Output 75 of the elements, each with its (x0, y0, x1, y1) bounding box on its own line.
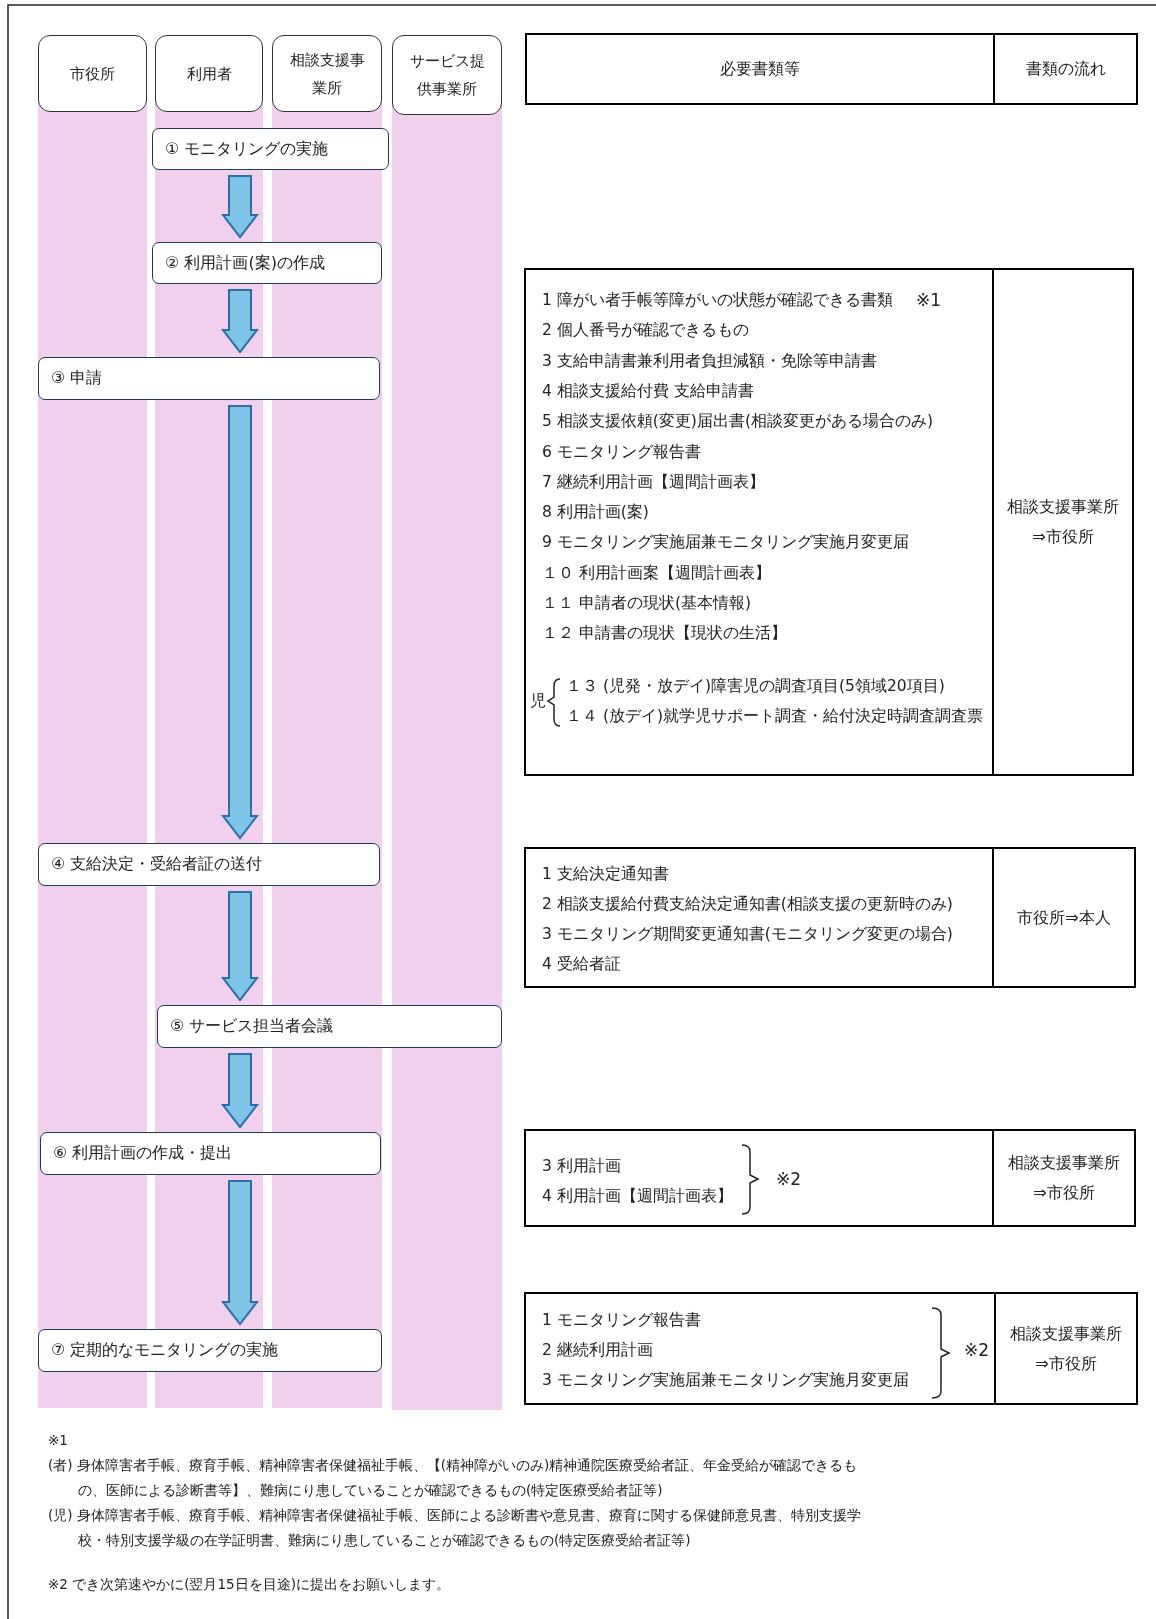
step-label: ⑤ サービス担当者会議 (170, 1016, 334, 1037)
list-item: １０ 利用計画案【週間計画表】 (542, 562, 771, 583)
list-item: 4 受給者証 (542, 954, 621, 974)
list-item: 4 利用計画【週間計画表】 (542, 1186, 733, 1206)
step-label: ⑦ 定期的なモニタリングの実施 (51, 1340, 279, 1361)
list-item: １１ 申請者の現状(基本情報) (542, 593, 752, 613)
note-mark: ※1 (916, 290, 942, 310)
step-box (38, 357, 380, 400)
list-item: 5 相談支援依頼(変更)届出書(相談変更がある場合のみ) (542, 411, 933, 432)
step-label: ③ 申請 (51, 368, 103, 389)
document-list-cell (524, 268, 994, 776)
block-arrow (220, 289, 260, 354)
lane-header (155, 35, 263, 112)
cell-text: 相談支援事業所⇒市役所 (1006, 496, 1120, 548)
list-item: 7 継続利用計画【週間計画表】 (542, 471, 765, 492)
list-item: 8 利用計画(案) (542, 502, 649, 523)
note-mark: ※2 (964, 1340, 990, 1360)
cell-text: 相談支援事業所⇒市役所 (1009, 1322, 1123, 1375)
document-list-cell (524, 1292, 996, 1405)
list-item: 1 障がい者手帳等障がいの状態が確認できる書類 (542, 290, 893, 310)
list-item: 1 支給決定通知書 (542, 864, 669, 884)
lane-label: 市役所 (70, 63, 115, 85)
step-label: ② 利用計画(案)の作成 (165, 252, 325, 274)
cell-text: 相談支援事業所⇒市役所 (1007, 1152, 1121, 1204)
note-mark: ※2 (776, 1169, 802, 1189)
step-label: ④ 支給決定・受給者証の送付 (51, 854, 263, 875)
block-arrow (220, 405, 260, 840)
cell-text: 書類の流れ (1025, 58, 1106, 80)
step-box (38, 843, 380, 886)
group-label: 児 (530, 691, 546, 711)
step-box (40, 1132, 381, 1175)
table-cell (992, 847, 1136, 988)
list-item: 2 継続利用計画 (542, 1340, 653, 1360)
footnote-text: (者) 身体障害者手帳、療育手帳、精神障害者保健福祉手帳、【(精神障がいのみ)精神通院医療受給者証、年金受給が確認できるもの、医師による診断書等】、難病にり患していることが確認できるもの(特定医療受給者証等) (48, 1456, 859, 1500)
block-arrow (220, 1180, 260, 1326)
list-item: 1 モニタリング報告書 (542, 1310, 701, 1330)
list-item: 3 モニタリング期間変更通知書(モニタリング変更の場合) (542, 924, 953, 944)
step-label: ① モニタリングの実施 (165, 138, 329, 160)
footnote-mark: ※1 (48, 1431, 69, 1450)
lane-label: 利用者 (186, 63, 232, 85)
cell-text: 市役所⇒本人 (1017, 906, 1111, 929)
list-item: 3 モニタリング実施届兼モニタリング実施月変更届 (542, 1370, 909, 1390)
list-item: １３ (児発・放デイ)障害児の調査項目(5領域20項目) (566, 676, 945, 696)
list-item: 3 利用計画 (542, 1156, 621, 1176)
step-box (38, 1329, 382, 1372)
block-arrow (220, 1053, 260, 1129)
lane-header (392, 35, 502, 115)
table-cell (993, 33, 1138, 105)
step-box (157, 1005, 502, 1048)
table-cell (994, 1292, 1138, 1405)
list-item: 2 相談支援給付費支給決定通知書(相談支援の更新時のみ) (542, 894, 953, 914)
footnote-text: (児) 身体障害者手帳、療育手帳、精神障害者保健福祉手帳、医師による診断書や意見書、療育に関する保健師意見書、特別支援学校・特別支援学級の在学証明書、難病にり患していることが確認できるもの(特定医療受給者証等) (48, 1506, 862, 1550)
document-list-cell (524, 1129, 994, 1227)
document-list-cell (524, 847, 994, 988)
step-label: ⑥ 利用計画の作成・提出 (53, 1143, 233, 1164)
list-item: 3 支給申請書兼利用者負担減額・免除等申請書 (542, 350, 877, 371)
lane-header (272, 35, 382, 112)
table-cell (992, 1129, 1136, 1227)
step-box (152, 242, 382, 284)
list-item: 2 個人番号が確認できるもの (542, 320, 749, 341)
lane-label: 相談支援事業所 (289, 49, 365, 99)
list-item: １２ 申請書の現状【現状の生活】 (542, 623, 787, 644)
block-arrow (220, 891, 260, 1002)
table-cell (992, 268, 1134, 776)
block-arrow (220, 175, 260, 239)
table-cell (525, 33, 995, 105)
lane-label: サービス提供事業所 (409, 51, 485, 100)
list-item: １４ (放デイ)就学児サポート調査・給付決定時調査調査票 (566, 706, 984, 726)
list-item: 9 モニタリング実施届兼モニタリング実施月変更届 (542, 532, 909, 553)
list-item: 6 モニタリング報告書 (542, 441, 701, 462)
step-box (152, 128, 389, 170)
cell-text: 必要書類等 (720, 58, 800, 80)
list-item: 4 相談支援給付費 支給申請書 (542, 380, 754, 401)
lane-header (38, 35, 147, 112)
footnote-text: ※2 でき次第速やかに(翌月15日を目途)に提出をお願いします。 (48, 1575, 451, 1594)
